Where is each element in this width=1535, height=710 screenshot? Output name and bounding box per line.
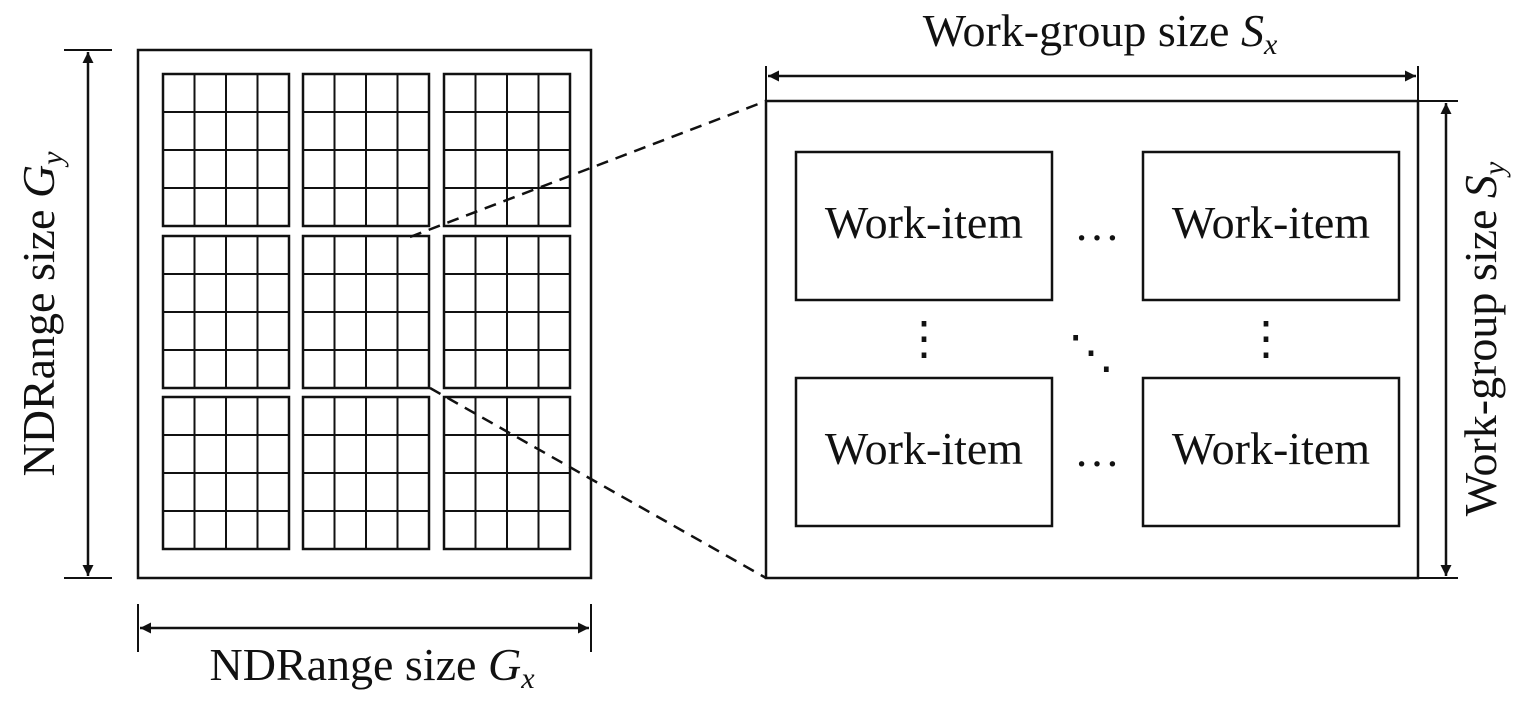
work-item-1: Work-item [794,150,1054,302]
ndrange-y-label: NDRange size Gy [13,151,69,477]
ellipsis-diagonal: ⋱ [1068,327,1114,378]
work-group-cell-grid [442,395,572,551]
ndrange-box [136,48,593,580]
ellipsis-vertical-left: ⋮ [901,313,947,364]
work-group-cell-grid [301,72,431,228]
work-group-cell-grid [161,395,291,551]
ellipsis-vertical-right: ⋮ [1243,313,1289,364]
work-item-label: Work-item [1172,197,1370,248]
work-group-cell-grid [161,234,291,390]
ellipsis-horizontal-top: … [1074,199,1120,250]
work-group-cell-grid [301,395,431,551]
work-item-2: Work-item [1141,150,1401,302]
ndrange-x-label: NDRange size Gx [209,639,535,695]
zoom-line-bottom [429,386,767,580]
work-group-cell-grid [442,234,572,390]
work-item-label: Work-item [825,423,1023,474]
work-group-cell-grid [301,234,431,390]
work-item-label: Work-item [825,197,1023,248]
work-group-cell-grid [442,72,572,228]
work-group-cell-grid [161,72,291,228]
ellipsis-horizontal-bottom: … [1074,425,1120,476]
zoom-line-top [409,99,767,239]
work-item-3: Work-item [794,376,1054,528]
work-group-box [764,99,1420,580]
work-group-x-label: Work-group size Sx [923,5,1278,61]
work-item-label: Work-item [1172,423,1370,474]
ndrange-work-groups [161,72,572,551]
work-group-y-label: Work-group size Sy [1455,161,1511,516]
work-item-4: Work-item [1141,376,1401,528]
